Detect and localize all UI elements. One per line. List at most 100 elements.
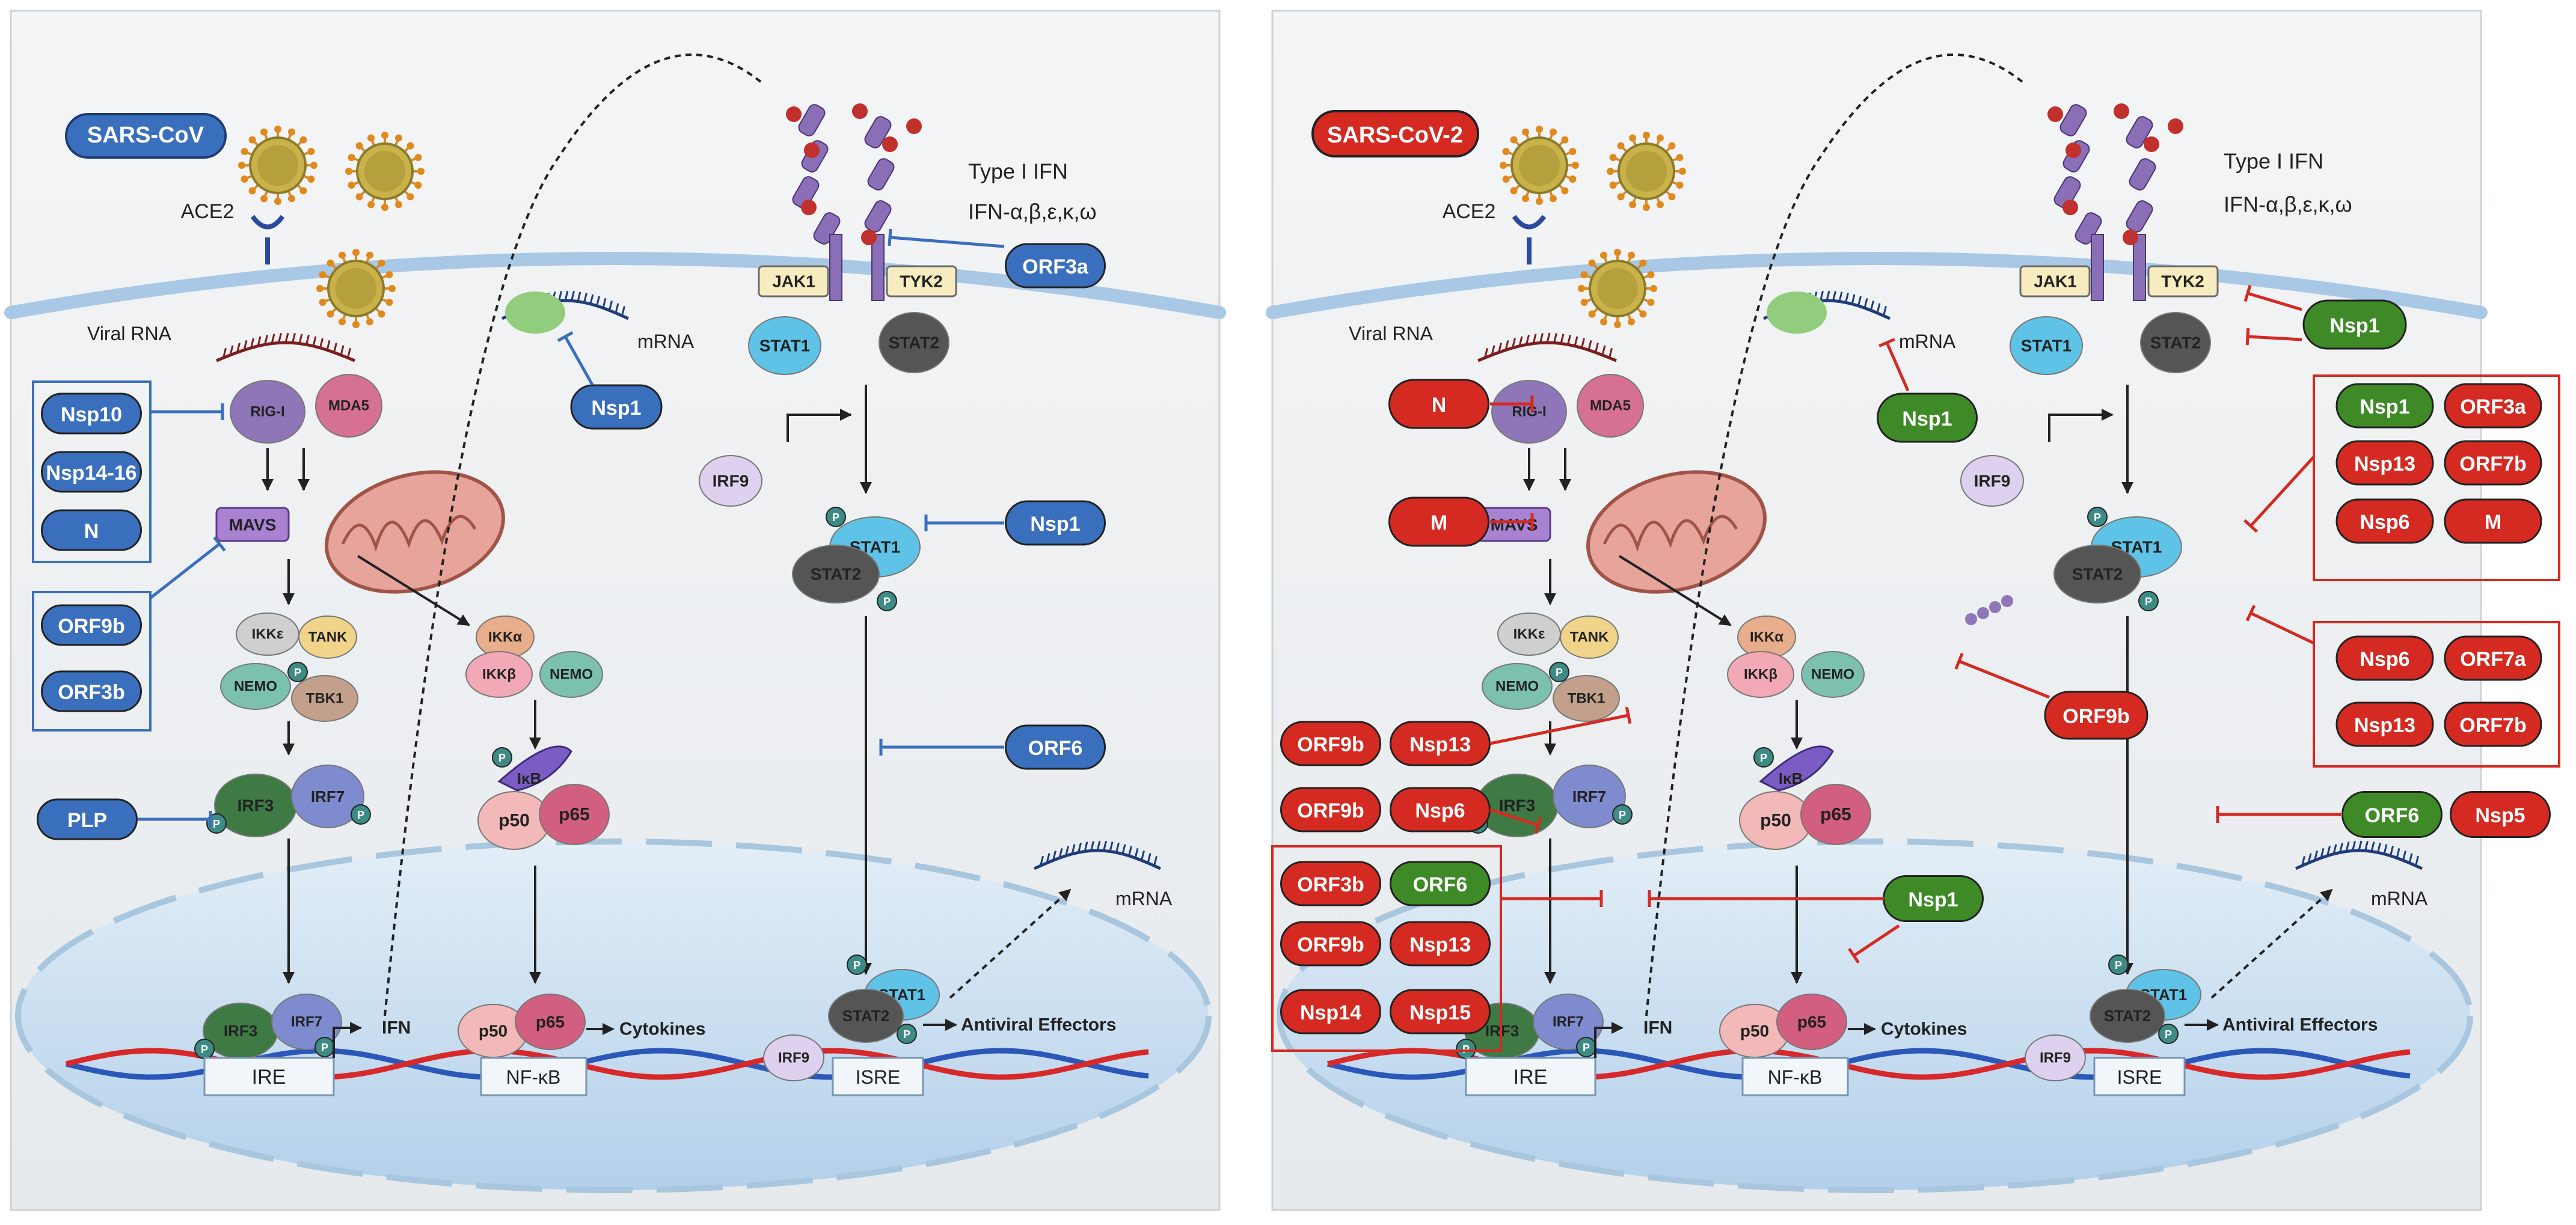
pill-body — [41, 393, 142, 435]
rna-base — [2339, 842, 2343, 853]
nsp1-mrna-pill: Nsp1 — [570, 384, 663, 430]
spike-tip — [1502, 175, 1510, 183]
inhibition-bar — [888, 228, 892, 246]
spike-tip — [260, 128, 268, 136]
rna-base — [2345, 842, 2350, 852]
rna-base — [1560, 334, 1565, 344]
rna-base — [292, 333, 296, 343]
phospho-marker: P — [2087, 507, 2108, 527]
virus-core — [257, 145, 298, 186]
receptor-subunit — [864, 116, 892, 148]
type-i-ifn-label: Type I IFN — [968, 159, 1068, 184]
p50-nuclear: p50 — [1719, 1004, 1790, 1058]
mrna-export-inhibition — [1848, 924, 1900, 964]
ribosome — [1767, 292, 1827, 334]
rna-base — [583, 292, 587, 303]
mitochondrion-cristae — [341, 515, 477, 552]
mrna-top-label: mRNA — [1899, 331, 1956, 352]
protein-label: IRF7 — [1553, 1014, 1584, 1030]
pill-label: ORF3a — [2460, 396, 2527, 418]
rna-base — [1587, 340, 1592, 350]
rna-base — [2377, 842, 2381, 853]
spike-tip — [1627, 318, 1635, 326]
spike-tip — [414, 154, 422, 162]
ubiquitin-chain — [1977, 607, 1989, 619]
pill-body — [37, 798, 138, 840]
protein-label: STAT2 — [889, 334, 940, 352]
spike-tip — [1536, 198, 1543, 205]
virus-particle — [316, 249, 396, 328]
phospho-marker: P — [1753, 747, 1774, 768]
spike-tip — [1614, 249, 1621, 256]
rig-i-inhibition — [150, 403, 224, 420]
nemo-nfkb: NEMO — [1801, 651, 1865, 698]
spike-tip — [414, 181, 422, 189]
protein-label: IRF3 — [224, 1022, 257, 1040]
spike-tip — [1639, 259, 1647, 267]
spike-tip — [1650, 285, 1657, 292]
spike-tip — [1578, 285, 1585, 292]
spike-tip — [1647, 298, 1655, 306]
rna-base — [1058, 848, 1063, 858]
phospho-marker: P — [287, 662, 308, 682]
pill-label: ORF7a — [2460, 648, 2527, 671]
spike-tip — [406, 142, 414, 150]
spike-tip — [1614, 321, 1621, 328]
box1-pill-5: M — [2444, 498, 2542, 544]
spike-tip — [355, 193, 363, 201]
receptor-subunit — [2129, 158, 2156, 191]
pill-body — [2335, 440, 2434, 486]
plasma-membrane — [1266, 252, 2488, 319]
virus-core — [1626, 151, 1667, 192]
spike-tip — [1617, 142, 1625, 150]
spike-tip — [1629, 201, 1637, 209]
isre-element: ISRE — [2093, 1057, 2186, 1096]
inhibitor-group-box — [32, 591, 152, 732]
rna-base — [2390, 846, 2394, 857]
rna-base — [319, 338, 324, 349]
phospho-circle — [2138, 591, 2159, 611]
spike-tip — [367, 201, 375, 209]
viral-rna-label: Viral RNA — [87, 323, 172, 344]
orf9b-pill: ORF9b — [41, 604, 142, 646]
phospho-label: P — [903, 1028, 910, 1040]
spike-tip — [316, 285, 324, 292]
protein-label: IRF3 — [238, 796, 274, 815]
rna-base — [2358, 840, 2363, 851]
receptor-subunit — [2053, 176, 2081, 209]
spike-tip — [1569, 175, 1577, 183]
p65: p65 — [1800, 784, 1871, 845]
rna-base — [1109, 842, 1114, 852]
tbk1-row-pill-0: ORF9b — [1280, 721, 1381, 766]
spike-tip — [1676, 181, 1684, 189]
spike-tip — [241, 175, 248, 183]
spike-tip — [378, 310, 385, 318]
nsp1-nuclear-pill: Nsp1 — [1883, 875, 1984, 922]
mavs-label: MAVS — [229, 516, 277, 534]
stat2-nuclear: STAT2 — [828, 989, 904, 1043]
virus-particle — [345, 132, 425, 211]
spike-tip — [366, 251, 373, 259]
rna-base — [1084, 842, 1088, 852]
protein-label: RIG-I — [250, 404, 284, 420]
rna-base — [1115, 842, 1120, 853]
phospho-marker: P — [1576, 1037, 1596, 1057]
spike-tip — [307, 148, 315, 156]
nsp1-stat-pill: Nsp1 — [1005, 500, 1106, 546]
pill-label: M — [2485, 511, 2501, 534]
protein-label: IRF9 — [2040, 1050, 2071, 1066]
ifn-secretion-path — [384, 53, 765, 1016]
pill-body — [2044, 691, 2148, 740]
phospho-circle — [826, 507, 846, 527]
rna-base — [1883, 305, 1887, 316]
spike-tip — [1609, 181, 1617, 189]
pill-body — [1390, 787, 1491, 832]
pill-label: N — [1432, 394, 1447, 417]
protein-label: IRF7 — [311, 787, 345, 805]
nemo: NEMO — [220, 663, 291, 710]
mrna-top-label: mRNA — [637, 331, 695, 352]
protein-shape — [1776, 994, 1847, 1050]
tyk2-box — [886, 265, 957, 298]
rna-base — [1826, 290, 1830, 301]
